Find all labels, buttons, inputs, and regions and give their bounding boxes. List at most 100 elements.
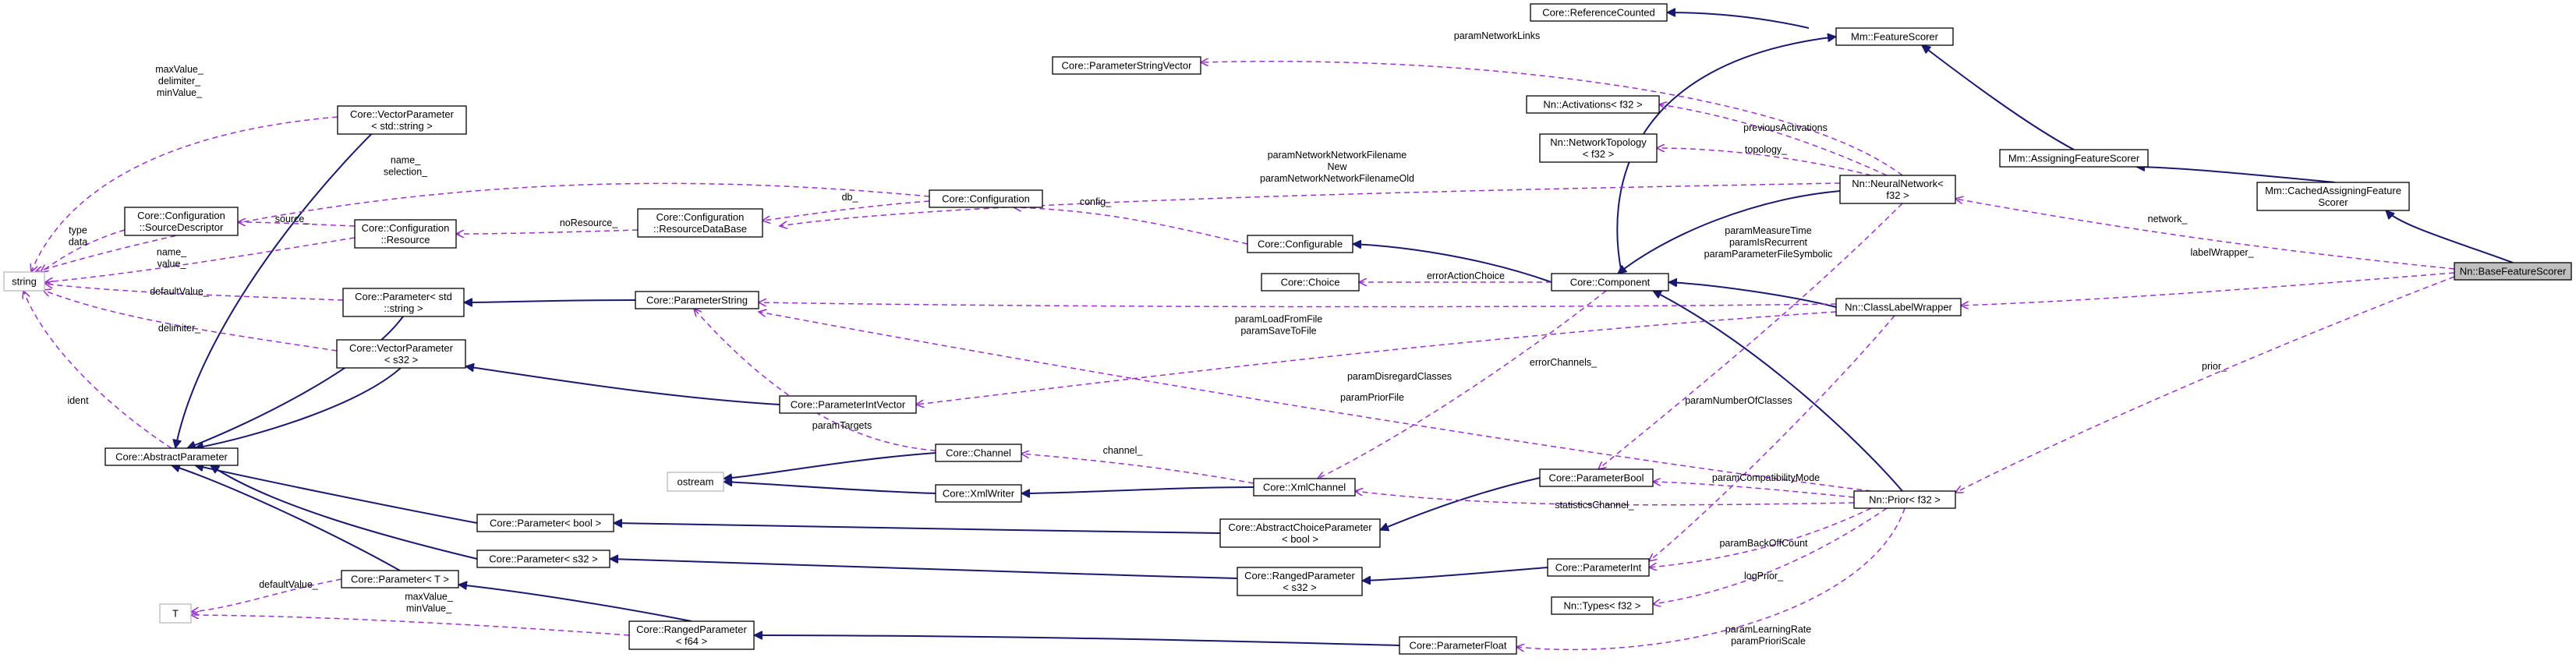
class-node-types[interactable]: Nn::Types< f32 > xyxy=(1551,596,1654,615)
class-node-pf[interactable]: Core::ParameterFloat xyxy=(1399,636,1517,655)
inheritance-arrow xyxy=(1653,290,1903,492)
usage-edge xyxy=(1961,272,2455,306)
usage-edge xyxy=(1955,276,2455,493)
inheritance-edge xyxy=(195,465,478,524)
class-node-cres[interactable]: Core::Configuration::Resource xyxy=(354,219,457,249)
edge-label-labelWrapper: labelWrapper_ xyxy=(2190,247,2254,258)
usage-edge xyxy=(45,237,356,282)
class-name: Nn::NeuralNetwork<f32 > xyxy=(1852,178,1943,201)
class-name: Core::ParameterString xyxy=(646,295,748,306)
class-node-crdb[interactable]: Core::Configuration::ResourceDataBase xyxy=(637,208,763,238)
class-node-nn[interactable]: Nn::NeuralNetwork<f32 > xyxy=(1839,175,1956,204)
class-name: Nn::BaseFeatureScorer xyxy=(2460,266,2567,277)
class-node-pstr[interactable]: Core::ParameterString xyxy=(635,291,759,309)
class-node-afs[interactable]: Mm::AssigningFeatureScorer xyxy=(1999,149,2149,168)
class-name: Core::VectorParameter< std::string > xyxy=(350,108,455,132)
class-node-xc[interactable]: Core::XmlChannel xyxy=(1253,478,1356,497)
inheritance-arrow xyxy=(458,585,692,622)
class-node-str[interactable]: string xyxy=(3,271,45,292)
inheritance-arrow xyxy=(610,559,1238,579)
class-name: Core::ParameterInt xyxy=(1555,562,1642,574)
class-node-rpf[interactable]: Core::RangedParameter< f64 > xyxy=(628,620,755,650)
edge-label-topology: topology_ xyxy=(1745,144,1788,155)
edge-label-defaultValue2: defaultValue_ xyxy=(259,579,319,590)
class-name: Core::VectorParameter< s32 > xyxy=(349,342,454,366)
class-node-ap[interactable]: Core::AbstractParameter xyxy=(104,447,239,466)
class-node-rc[interactable]: Core::ReferenceCounted xyxy=(1530,3,1668,22)
class-node-act[interactable]: Nn::Activations< f32 > xyxy=(1526,95,1660,114)
edge-label-backoff: paramBackOffCount xyxy=(1719,538,1808,549)
inheritance-arrow xyxy=(1380,477,1541,530)
class-node-chan[interactable]: Core::Channel xyxy=(935,444,1022,462)
class-name: Core::AbstractChoiceParameter< bool > xyxy=(1228,521,1372,545)
class-node-psv[interactable]: Core::ParameterStringVector xyxy=(1052,56,1201,75)
class-node-pb[interactable]: Core::ParameterBool xyxy=(1539,468,1654,487)
class-box xyxy=(476,550,610,568)
usage-arrow xyxy=(1598,203,1903,469)
class-node-cfg[interactable]: Core::Configurable xyxy=(1247,235,1353,253)
usage-arrow xyxy=(759,302,1837,308)
class-node-pstd[interactable]: Core::Parameter< std::string > xyxy=(342,288,465,317)
edge-label-source: source_ xyxy=(275,214,311,224)
inheritance-arrow xyxy=(2136,167,2336,183)
class-box xyxy=(341,570,459,588)
class-name: Mm::AssigningFeatureScorer xyxy=(2008,153,2140,164)
edge-label-numClasses: paramNumberOfClasses xyxy=(1685,395,1792,406)
class-name: Mm::FeatureScorer xyxy=(1851,31,1939,43)
class-node-pi[interactable]: Core::ParameterInt xyxy=(1547,558,1650,577)
usage-arrow xyxy=(1657,148,1872,176)
class-node-fs[interactable]: Mm::FeatureScorer xyxy=(1835,27,1954,46)
usage-arrow xyxy=(1318,290,1607,479)
edge-label-maxDelimMin: maxValue_delimiter_minValue_ xyxy=(155,64,204,98)
class-name: Core::Configuration xyxy=(942,193,1030,205)
class-box xyxy=(1551,273,1669,292)
usage-edge xyxy=(1653,482,1855,498)
class-box xyxy=(1547,558,1650,577)
class-node-ps32[interactable]: Core::Parameter< s32 > xyxy=(476,550,610,568)
class-node-clw[interactable]: Nn::ClassLabelWrapper xyxy=(1835,298,1962,316)
inheritance-edge xyxy=(1618,190,1841,274)
class-node-pt[interactable]: Core::Parameter< T > xyxy=(341,570,459,588)
class-name: Core::ParameterIntVector xyxy=(791,399,906,411)
class-node-choice[interactable]: Core::Choice xyxy=(1261,273,1360,292)
class-node-bfs[interactable]: Nn::BaseFeatureScorer xyxy=(2454,262,2572,281)
class-name: Core::AbstractParameter xyxy=(115,451,228,463)
class-node-conf[interactable]: Core::Configuration xyxy=(929,189,1043,208)
usage-edge xyxy=(916,311,1837,405)
usage-edge xyxy=(759,312,1872,492)
class-node-xw[interactable]: Core::XmlWriter xyxy=(935,484,1022,503)
class-node-csd[interactable]: Core::Configuration::SourceDescriptor xyxy=(124,207,239,236)
class-node-pbool[interactable]: Core::Parameter< bool > xyxy=(476,514,614,532)
usage-arrow xyxy=(23,291,172,449)
class-node-tt[interactable]: T xyxy=(159,603,192,624)
class-name: T xyxy=(172,608,179,620)
class-name: Core::XmlWriter xyxy=(943,488,1015,500)
inheritance-edge xyxy=(1380,477,1541,530)
inheritance-edge xyxy=(195,367,402,448)
inheritance-edge xyxy=(1667,12,1810,29)
class-node-prior[interactable]: Nn::Prior< f32 > xyxy=(1853,490,1956,509)
inheritance-edge xyxy=(465,366,780,405)
class-node-piv[interactable]: Core::ParameterIntVector xyxy=(779,395,917,414)
usage-arrow xyxy=(1355,491,1855,506)
inheritance-edge xyxy=(1353,244,1552,283)
class-node-acp[interactable]: Core::AbstractChoiceParameter< bool > xyxy=(1219,518,1381,548)
class-box xyxy=(1237,567,1363,596)
class-name: Nn::Prior< f32 > xyxy=(1869,494,1941,506)
edge-label-previousActivations: previousActivations xyxy=(1743,122,1828,133)
usage-edge xyxy=(1653,507,1888,604)
usage-edge xyxy=(1659,104,1888,176)
class-node-rp32[interactable]: Core::RangedParameter< s32 > xyxy=(1237,567,1363,596)
usage-edge xyxy=(238,222,356,227)
inheritance-edge xyxy=(1021,486,1254,493)
class-box xyxy=(1530,3,1668,22)
class-node-comp[interactable]: Core::Component xyxy=(1551,273,1669,292)
class-node-ostream[interactable]: ostream xyxy=(667,472,724,492)
class-node-vps[interactable]: Core::VectorParameter< std::string > xyxy=(337,105,467,135)
class-node-vp32[interactable]: Core::VectorParameter< s32 > xyxy=(336,339,466,369)
class-node-topo[interactable]: Nn::NetworkTopology< f32 > xyxy=(1539,133,1658,163)
